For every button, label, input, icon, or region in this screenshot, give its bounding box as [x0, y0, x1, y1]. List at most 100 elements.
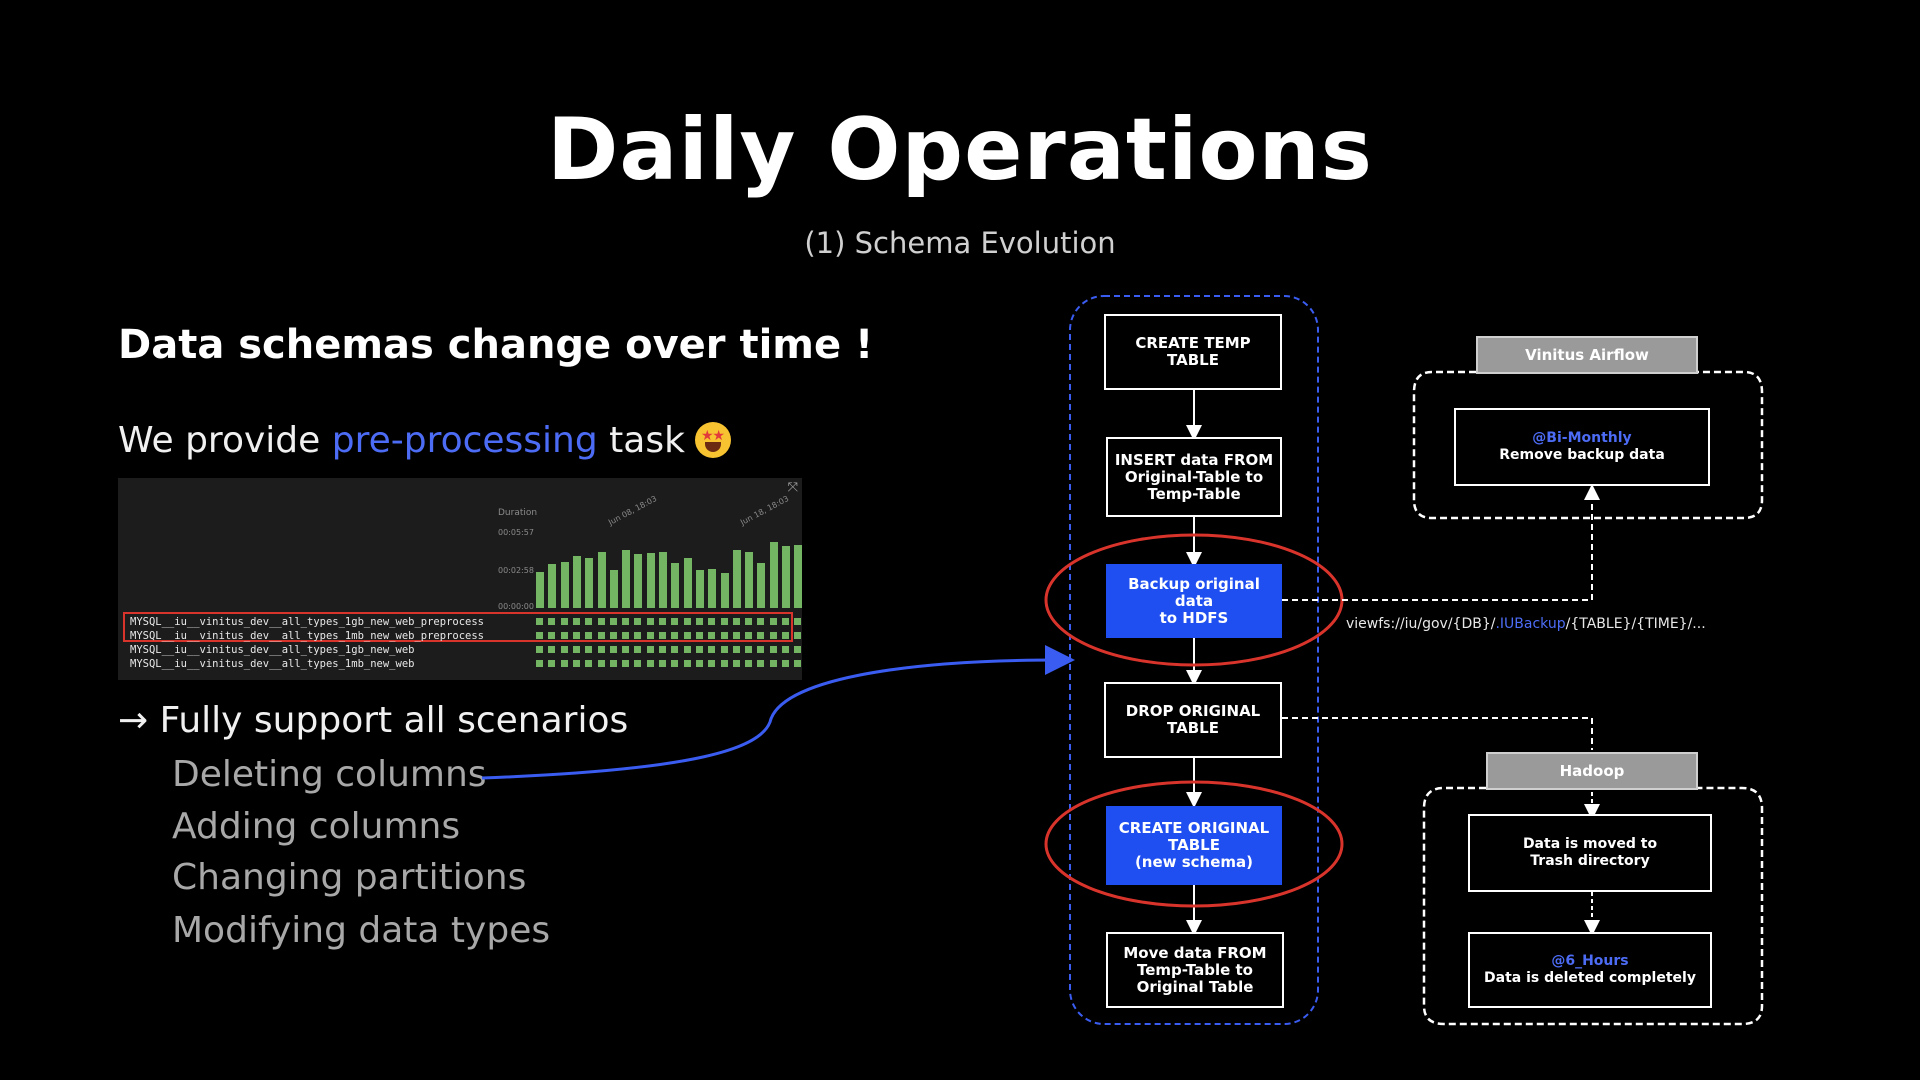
task-status-square[interactable] — [683, 618, 691, 625]
task-status-square[interactable] — [585, 632, 593, 639]
duration-bar[interactable] — [794, 545, 803, 608]
duration-bar[interactable] — [560, 562, 569, 608]
task-status-square[interactable] — [671, 646, 679, 653]
task-status-square[interactable] — [646, 660, 654, 667]
task-status-square[interactable] — [782, 632, 789, 639]
duration-bar[interactable] — [708, 569, 717, 608]
dag-row-label[interactable]: MYSQL__iu__vinitus_dev__all_types_1mb_ne… — [130, 658, 415, 670]
task-status-square[interactable] — [536, 618, 543, 625]
task-status-square[interactable] — [683, 660, 691, 667]
task-status-square[interactable] — [720, 618, 728, 625]
task-status-square[interactable] — [782, 660, 789, 667]
duration-bar[interactable] — [683, 558, 692, 608]
task-status-square[interactable] — [794, 646, 802, 653]
task-status-square[interactable] — [560, 646, 568, 653]
task-status-square[interactable] — [671, 632, 679, 639]
task-status-square[interactable] — [634, 660, 642, 667]
task-status-square[interactable] — [794, 618, 802, 625]
task-status-square[interactable] — [572, 618, 580, 625]
task-status-square[interactable] — [732, 646, 740, 653]
task-status-square[interactable] — [597, 646, 605, 653]
duration-bar[interactable] — [769, 542, 778, 608]
expand-icon[interactable]: ⤧ — [787, 480, 798, 495]
duration-bar[interactable] — [634, 554, 643, 608]
task-status-square[interactable] — [622, 632, 630, 639]
task-status-square[interactable] — [659, 618, 666, 625]
task-status-square[interactable] — [695, 618, 703, 625]
task-status-square[interactable] — [769, 632, 777, 639]
task-status-square[interactable] — [634, 632, 642, 639]
task-status-square[interactable] — [769, 618, 777, 625]
task-status-square[interactable] — [585, 660, 593, 667]
task-status-square[interactable] — [732, 632, 740, 639]
task-status-square[interactable] — [720, 660, 728, 667]
task-status-square[interactable] — [585, 646, 593, 653]
task-status-square[interactable] — [536, 646, 543, 653]
task-status-square[interactable] — [560, 632, 568, 639]
task-status-square[interactable] — [683, 646, 691, 653]
task-status-square[interactable] — [597, 618, 605, 625]
task-status-square[interactable] — [646, 646, 654, 653]
task-status-square[interactable] — [732, 618, 740, 625]
task-status-square[interactable] — [708, 632, 716, 639]
task-status-square[interactable] — [745, 646, 753, 653]
task-status-square[interactable] — [720, 632, 728, 639]
duration-bar[interactable] — [572, 556, 581, 608]
task-status-square[interactable] — [659, 632, 666, 639]
task-status-square[interactable] — [708, 618, 716, 625]
task-status-square[interactable] — [757, 646, 765, 653]
task-status-square[interactable] — [548, 660, 556, 667]
task-status-square[interactable] — [597, 660, 605, 667]
task-status-square[interactable] — [572, 660, 580, 667]
task-status-square[interactable] — [683, 632, 691, 639]
task-status-square[interactable] — [597, 632, 605, 639]
task-status-square[interactable] — [745, 632, 753, 639]
task-status-square[interactable] — [548, 646, 556, 653]
task-status-square[interactable] — [757, 660, 765, 667]
duration-bar[interactable] — [659, 552, 667, 608]
duration-bar[interactable] — [745, 552, 754, 608]
task-status-square[interactable] — [745, 618, 753, 625]
task-status-square[interactable] — [695, 660, 703, 667]
task-status-square[interactable] — [671, 618, 679, 625]
dag-row-label[interactable]: MYSQL__iu__vinitus_dev__all_types_1gb_ne… — [130, 616, 485, 628]
dag-row-label[interactable]: MYSQL__iu__vinitus_dev__all_types_1gb_ne… — [130, 644, 415, 656]
task-status-square[interactable] — [757, 618, 765, 625]
task-status-square[interactable] — [720, 646, 728, 653]
task-status-square[interactable] — [572, 632, 580, 639]
duration-bar[interactable] — [732, 550, 741, 608]
duration-bar[interactable] — [646, 553, 655, 608]
task-status-square[interactable] — [794, 660, 802, 667]
task-status-square[interactable] — [708, 660, 716, 667]
task-status-square[interactable] — [782, 646, 789, 653]
task-status-square[interactable] — [769, 646, 777, 653]
duration-bar[interactable] — [757, 563, 766, 608]
task-status-square[interactable] — [782, 618, 789, 625]
task-status-square[interactable] — [646, 618, 654, 625]
task-status-square[interactable] — [548, 618, 556, 625]
task-status-square[interactable] — [536, 660, 543, 667]
duration-bar[interactable] — [597, 552, 606, 608]
task-status-square[interactable] — [757, 632, 765, 639]
task-status-square[interactable] — [585, 618, 593, 625]
task-status-square[interactable] — [609, 660, 617, 667]
task-status-square[interactable] — [769, 660, 777, 667]
task-status-square[interactable] — [794, 632, 802, 639]
task-status-square[interactable] — [695, 632, 703, 639]
task-status-square[interactable] — [622, 618, 630, 625]
duration-bar[interactable] — [782, 546, 790, 608]
task-status-square[interactable] — [622, 646, 630, 653]
task-status-square[interactable] — [548, 632, 556, 639]
duration-bar[interactable] — [548, 564, 557, 608]
duration-bar[interactable] — [622, 550, 631, 608]
duration-bar[interactable] — [585, 558, 594, 608]
task-status-square[interactable] — [695, 646, 703, 653]
task-status-square[interactable] — [609, 646, 617, 653]
task-status-square[interactable] — [659, 646, 666, 653]
task-status-square[interactable] — [634, 646, 642, 653]
task-status-square[interactable] — [609, 632, 617, 639]
task-status-square[interactable] — [572, 646, 580, 653]
duration-bar[interactable] — [695, 570, 704, 608]
task-status-square[interactable] — [745, 660, 753, 667]
task-status-square[interactable] — [671, 660, 679, 667]
